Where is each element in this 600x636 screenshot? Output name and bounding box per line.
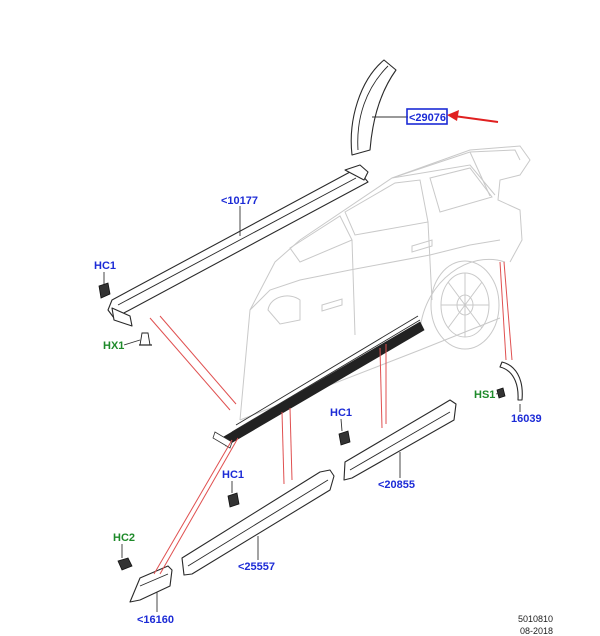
diagram-number: 5010810 (518, 614, 553, 624)
fastener-label-hc1-a[interactable]: HC1 (94, 260, 116, 272)
leader-lines (103, 116, 521, 612)
clip-hc1-c[interactable] (227, 492, 240, 508)
reference-lines (149, 261, 513, 575)
diagram-date: 08-2018 (520, 626, 553, 636)
callout-10177[interactable]: <10177 (221, 195, 258, 207)
pointer-arrow (447, 110, 499, 123)
part-20855[interactable] (343, 399, 457, 481)
fastener-label-hc2[interactable]: HC2 (113, 532, 135, 544)
clip-hc1-b[interactable] (338, 430, 351, 446)
fastener-label-hs1[interactable]: HS1 (474, 389, 495, 401)
part-16160[interactable] (129, 565, 173, 603)
fastener-label-hc1-c[interactable]: HC1 (222, 469, 244, 481)
callout-20855[interactable]: <20855 (378, 479, 415, 491)
callout-16039[interactable]: 16039 (511, 413, 542, 425)
part-29076[interactable] (350, 59, 397, 156)
vehicle-outline (239, 145, 531, 421)
callout-29076[interactable]: <29076 (409, 112, 446, 124)
clip-hx1[interactable] (139, 332, 152, 346)
clip-hs1[interactable] (496, 387, 506, 399)
fastener-label-hx1[interactable]: HX1 (103, 340, 124, 352)
fastener-label-hc1-b[interactable]: HC1 (330, 407, 352, 419)
highlight-box (406, 108, 448, 125)
clip-hc1-a[interactable] (98, 282, 111, 299)
lower-moulding-installed (212, 315, 425, 449)
callout-25557[interactable]: <25557 (238, 561, 275, 573)
callout-16160[interactable]: <16160 (137, 614, 174, 626)
part-10177[interactable] (107, 164, 369, 327)
clip-hc2[interactable] (117, 557, 133, 571)
part-16039[interactable] (499, 361, 523, 401)
part-25557[interactable] (181, 469, 335, 576)
